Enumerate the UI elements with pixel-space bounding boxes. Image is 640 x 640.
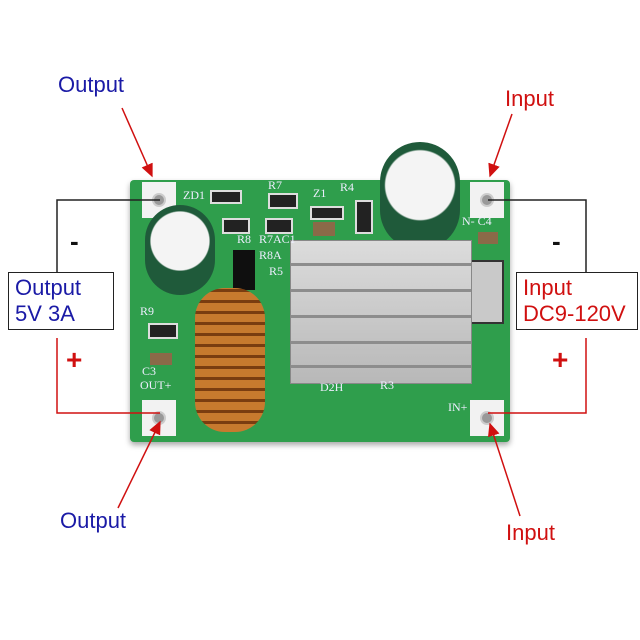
silk-r8: R8 — [237, 232, 252, 246]
resistor-r7a — [265, 218, 293, 234]
silk-out-plus: OUT+ — [140, 378, 172, 392]
input-minus-wire — [488, 199, 587, 272]
toroidal-inductor — [195, 288, 265, 432]
input-plus-wire — [488, 338, 587, 414]
output-top-label: Output — [58, 72, 125, 97]
capacitor-output — [145, 205, 215, 295]
arrow-input-top — [488, 113, 513, 178]
silk-c3: C3 — [142, 364, 157, 378]
output-plus-pad — [142, 400, 176, 436]
diode-z1 — [310, 206, 344, 220]
silk-zd1: ZD1 — [183, 188, 205, 202]
output-box-title: Output — [15, 275, 82, 300]
silk-z1: Z1 — [313, 186, 327, 200]
input-box-title: Input — [523, 275, 572, 300]
input-top-label: Input — [505, 86, 554, 111]
capacitor-c4 — [478, 232, 498, 244]
silk-r7ac1: R7AC1 — [259, 232, 296, 246]
arrow-output-top — [121, 107, 153, 178]
resistor-r8 — [222, 218, 250, 234]
input-bottom-label: Input — [506, 520, 555, 545]
silk-r5: R5 — [269, 264, 284, 278]
silk-in-plus: IN+ — [448, 400, 468, 414]
output-bottom-label: Output — [60, 508, 127, 533]
silk-r4: R4 — [340, 180, 355, 194]
output-spec-box: Output 5V 3A — [8, 272, 114, 330]
input-spec-box: Input DC9-120V — [516, 272, 638, 330]
silk-d2h: D2H — [320, 380, 344, 394]
heatsink — [290, 240, 472, 384]
resistor-r7 — [268, 193, 298, 209]
output-minus-sign: - — [70, 226, 79, 256]
output-minus-wire — [56, 199, 160, 272]
input-minus-sign: - — [552, 226, 561, 256]
diode-zd1 — [210, 190, 242, 204]
ic-chip — [233, 250, 255, 290]
capacitor-c3 — [150, 353, 172, 365]
silk-r3: R3 — [380, 378, 395, 392]
input-box-spec: DC9-120V — [523, 301, 626, 326]
silk-r9: R9 — [140, 304, 155, 318]
output-plus-wire — [56, 338, 160, 414]
input-plus-sign: + — [552, 344, 569, 375]
output-plus-sign: + — [66, 344, 83, 375]
resistor-r9 — [148, 323, 178, 339]
output-box-spec: 5V 3A — [15, 301, 75, 326]
capacitor-input — [380, 142, 460, 250]
arrow-output-bottom — [117, 420, 161, 509]
silk-n-c4: N- C4 — [462, 214, 492, 228]
silk-r8a: R8A — [259, 248, 282, 262]
resistor-r4 — [355, 200, 373, 234]
capacitor-smd — [313, 222, 335, 236]
arrow-input-bottom — [488, 422, 521, 517]
silk-r7: R7 — [268, 178, 283, 192]
